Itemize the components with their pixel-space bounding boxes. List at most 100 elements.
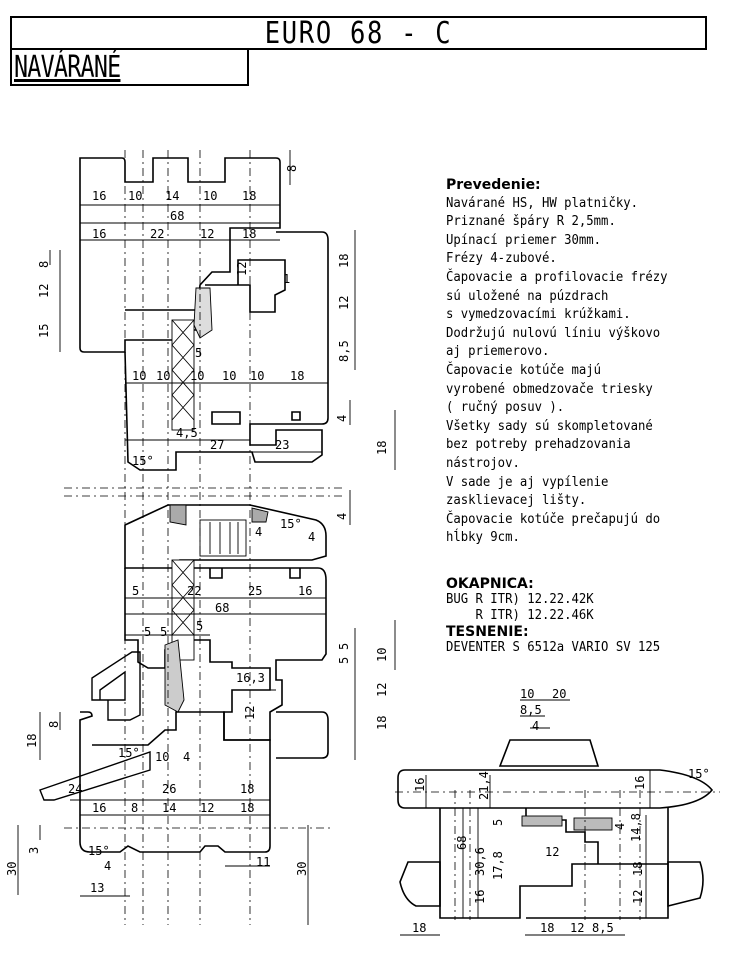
detail-left-wing [399, 861, 441, 907]
notes-heading: Prevedenie: [446, 177, 541, 193]
dim-small-23: 23 [275, 438, 289, 452]
dim-rm-18: 18 [375, 716, 389, 730]
dim-rt-12b: 12 [235, 262, 249, 276]
seal-mid [169, 504, 269, 526]
okapnica-heading: OKAPNICA: [446, 576, 534, 592]
dim-mid-1: 10 [132, 369, 146, 383]
dim-rt-18b: 18 [375, 441, 389, 455]
note-line: V sade je aj vypílenie [446, 474, 609, 490]
dim-small-45: 4,5 [176, 426, 198, 440]
dim-rm-12: 12 [375, 683, 389, 697]
dim-mid-2: 10 [156, 369, 170, 383]
note-line: Čapovacie kotúče prečapujú do [446, 511, 661, 527]
dim-rt-8: 8 [285, 165, 299, 172]
title-box: EURO 68 - C [10, 16, 707, 50]
bottom-frame-right [276, 711, 329, 759]
detail-right-wing [667, 861, 704, 908]
dim-top2-3: 12 [200, 227, 214, 241]
dim-sash-4b: 4 [308, 530, 315, 544]
dim-top-4: 10 [203, 189, 217, 203]
dim-rm-5a: 5 [337, 643, 351, 650]
dim-ds-178: 17,8 [491, 851, 505, 880]
detail-body [439, 808, 669, 919]
dim-db-18a: 18 [412, 921, 426, 935]
dim-d-20: 20 [552, 687, 566, 701]
detail-band [397, 769, 714, 809]
glass-pane [199, 519, 247, 557]
dim-mid-3: 10 [190, 369, 204, 383]
sash-outline [124, 504, 327, 569]
okapnica-line: BUG R ITR) 12.22.42K [446, 592, 594, 607]
dim-top2-2: 22 [150, 227, 164, 241]
dim-top-3: 14 [165, 189, 179, 203]
dim-d-12: 12 [545, 845, 559, 859]
axis-lines [64, 150, 720, 925]
dim-mid-4: 10 [222, 369, 236, 383]
dim-l-4: 4 [183, 750, 190, 764]
dim-ds-5: 5 [491, 819, 505, 826]
dim-ds-16: 16 [413, 778, 427, 792]
dim-lt-12: 12 [37, 284, 51, 298]
tesnenie-line: DEVENTER S 6512a VARIO SV 125 [446, 640, 661, 655]
dim-rt-12: 12 [337, 296, 351, 310]
dim-rt-18: 18 [337, 254, 351, 268]
note-line: Čapovacie kotúče majú [446, 362, 602, 378]
dim-bl-13: 13 [90, 881, 104, 895]
dim-mid-5: 10 [250, 369, 264, 383]
dim-sash-5: 5 [132, 584, 139, 598]
dim-ss-1: 5 [144, 625, 151, 639]
note-line: s vymedzovacími krúžkami. [446, 307, 631, 323]
dim-ds-4: 4 [613, 823, 627, 830]
dim-mid-6: 18 [290, 369, 304, 383]
bottom-frame-outline [79, 711, 271, 853]
note-line: Upínací priemer 30mm. [446, 232, 602, 248]
dim-bl-4: 4 [104, 859, 111, 873]
dim-br-30: 30 [295, 862, 309, 876]
dim-top-5: 18 [242, 189, 256, 203]
note-line: Všetky sady sú skompletované [446, 418, 653, 434]
dim-top-total: 68 [170, 209, 184, 223]
execution-notes: Prevedenie: Navárané HS, HW platničky. P… [446, 176, 726, 548]
profile-outlines [39, 157, 714, 919]
dim-top2-4: 18 [242, 227, 256, 241]
rotated-dimension-labels: 8 12 15 8 18 12 8,5 12 4 18 4 5 5 10 12 … [5, 165, 647, 904]
dim-ds-214: 21,4 [477, 771, 491, 800]
dim-sash-25: 25 [248, 584, 262, 598]
dim-b2-12: 12 [200, 801, 214, 815]
dim-bl-11: 11 [256, 855, 270, 869]
dim-b2-14: 14 [162, 801, 176, 815]
dim-sash-16: 16 [298, 584, 312, 598]
dim-bl-angle: 15° [88, 844, 110, 858]
dim-d-85: 8,5 [520, 703, 542, 717]
dim-b1-26: 26 [162, 782, 176, 796]
tesnenie-heading: TESNENIE: [446, 624, 529, 640]
dim-db-12: 12 [570, 921, 584, 935]
dimension-lines [17, 150, 651, 936]
dim-top2-1: 16 [92, 227, 106, 241]
dim-ds-18: 18 [631, 862, 645, 876]
note-line: ( ručný posuv ). [446, 400, 565, 416]
note-line: vyrobené obmedzovače triesky [446, 381, 653, 397]
dim-sash-total: 68 [215, 601, 229, 615]
dimension-labels: 16 10 14 10 18 68 16 22 12 18 10 10 10 1… [68, 189, 710, 935]
dim-ss-3: 5 [196, 619, 203, 633]
dim-rt-85: 8,5 [337, 340, 351, 362]
dim-sash-22: 22 [187, 584, 201, 598]
dim-b1-24: 24 [68, 782, 82, 796]
subtitle-box: NAVÁRANÉ [10, 50, 249, 86]
dim-rm-5b: 5 [337, 657, 351, 664]
dim-sash-4a: 4 [255, 525, 262, 539]
note-line: aj priemerovo. [446, 344, 550, 360]
sash-slots [209, 568, 301, 579]
dim-b2-18: 18 [240, 801, 254, 815]
detail-top [498, 739, 600, 767]
note-line: Dodržujú nulovú líniu výškovo [446, 325, 661, 341]
dim-ds-16c: 16 [633, 776, 647, 790]
dim-lm-18: 18 [25, 734, 39, 748]
dim-d-angle: 15° [688, 767, 710, 781]
dim-bl-30: 30 [5, 862, 19, 876]
bead-bottom-cross [171, 559, 195, 636]
bead-top-cross [171, 319, 195, 421]
dim-sash-angle: 15° [280, 517, 302, 531]
dim-d-4: 4 [532, 719, 539, 733]
